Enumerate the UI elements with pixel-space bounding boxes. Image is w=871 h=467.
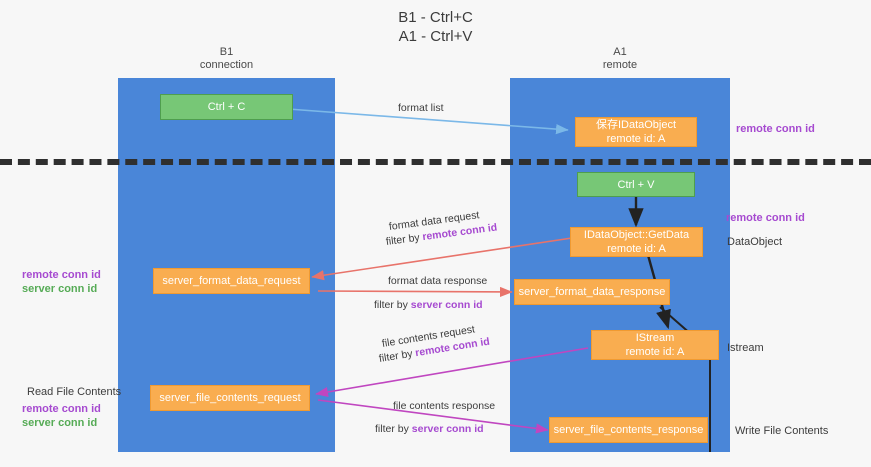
- edge-label-format-data-response: format data response: [388, 275, 488, 287]
- filter-prefix: filter by: [375, 423, 412, 435]
- annotation-write-file-contents: Write File Contents: [735, 425, 829, 437]
- node-istream-label: IStream: [635, 332, 675, 344]
- node-idataobject-getdata-sub: remote id: A: [607, 243, 666, 255]
- filter-highlight: server conn id: [410, 299, 483, 311]
- annotation-left-server-conn-id-mid: server conn id: [22, 283, 98, 295]
- node-save-idataobject-label: 保存IDataObject: [595, 119, 677, 131]
- node-server-format-data-request-label: server_format_data_request: [162, 275, 301, 287]
- title-line-2: A1 - Ctrl+V: [398, 28, 473, 45]
- filter-prefix: filter by: [374, 299, 411, 311]
- edge-label-file-contents-response-filter: filter by server conn id: [375, 422, 484, 436]
- annotation-read-file-contents: Read File Contents: [27, 386, 122, 398]
- edge-label-format-list: format list: [398, 102, 444, 114]
- column-left-role: connection: [199, 59, 254, 71]
- node-ctrl-v[interactable]: Ctrl + V: [577, 172, 695, 197]
- column-left-name: B1: [219, 46, 234, 58]
- filter-highlight: server conn id: [411, 423, 484, 435]
- annotation-remote-conn-id-mid: remote conn id: [726, 212, 805, 224]
- diagram-title: B1 - Ctrl+C A1 - Ctrl+V: [0, 8, 871, 46]
- annotation-left-remote-conn-id-mid: remote conn id: [22, 269, 101, 281]
- column-right-role: remote: [602, 59, 638, 71]
- annotation-left-remote-conn-id-bottom: remote conn id: [22, 403, 101, 415]
- node-server-file-contents-response[interactable]: server_file_contents_response: [549, 417, 708, 443]
- node-istream-sub: remote id: A: [625, 346, 685, 358]
- node-server-file-contents-response-label: server_file_contents_response: [553, 424, 704, 436]
- edge-label-file-contents-response: file contents response: [393, 400, 496, 412]
- annotation-dataobject: DataObject: [727, 236, 783, 248]
- node-ctrl-c[interactable]: Ctrl + C: [160, 94, 293, 120]
- annotation-remote-conn-id-top: remote conn id: [736, 123, 815, 135]
- node-server-file-contents-request-label: server_file_contents_request: [159, 392, 301, 404]
- title-line-1: B1 - Ctrl+C: [398, 9, 473, 26]
- annotation-istream: Istream: [727, 342, 764, 354]
- column-right-name: A1: [613, 46, 627, 58]
- node-istream[interactable]: IStream remote id: A: [591, 330, 719, 360]
- node-save-idataobject[interactable]: 保存IDataObject remote id: A: [575, 117, 697, 147]
- section-divider: [0, 159, 871, 165]
- annotation-left-server-conn-id-bottom: server conn id: [22, 417, 98, 429]
- node-server-format-data-request[interactable]: server_format_data_request: [153, 268, 310, 294]
- node-save-idataobject-sub: remote id: A: [606, 133, 666, 145]
- filter-prefix: filter by: [385, 231, 424, 248]
- node-idataobject-getdata-label: IDataObject::GetData: [583, 229, 690, 241]
- node-server-format-data-response-label: server_format_data_response: [518, 286, 666, 298]
- node-server-file-contents-request[interactable]: server_file_contents_request: [150, 385, 310, 411]
- column-header-left: B1 connection: [118, 46, 335, 72]
- node-server-format-data-response[interactable]: server_format_data_response: [514, 279, 670, 305]
- node-ctrl-v-label: Ctrl + V: [617, 178, 655, 191]
- node-ctrl-c-label: Ctrl + C: [207, 101, 246, 113]
- node-idataobject-getdata[interactable]: IDataObject::GetData remote id: A: [570, 227, 703, 257]
- column-header-right: A1 remote: [510, 46, 730, 72]
- edge-label-format-data-response-filter: filter by server conn id: [374, 298, 483, 312]
